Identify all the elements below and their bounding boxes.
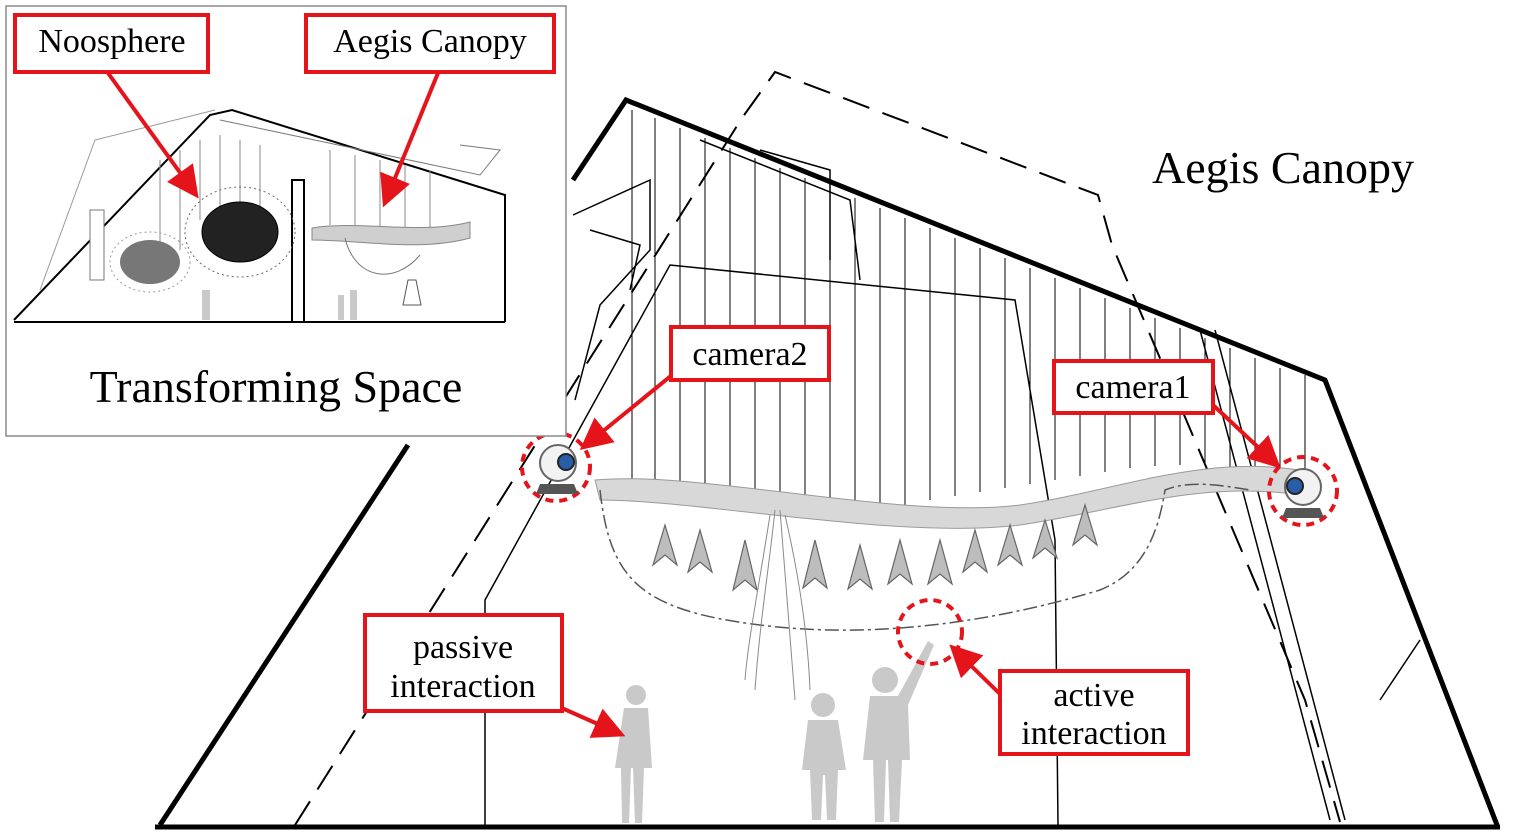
camera1-label: camera1: [1075, 369, 1190, 406]
dashed-outline: [294, 70, 1341, 826]
inset-label-aegis-canopy: Aegis Canopy: [333, 23, 527, 60]
room-outline: [155, 96, 1500, 830]
person-active: [863, 641, 934, 822]
hanging-vines: [744, 509, 811, 701]
callout-active-interaction: active interaction: [998, 669, 1190, 756]
inset-caption: Transforming Space: [90, 361, 463, 412]
camera1-icon: [1267, 455, 1339, 527]
passive-label-line2: interaction: [390, 668, 535, 705]
passive-label-line1: passive: [413, 629, 513, 666]
callout-camera2: camera2: [669, 325, 831, 382]
inset-sketch: [13, 108, 506, 323]
main-title: Aegis Canopy: [1152, 142, 1414, 193]
person-passive: [615, 685, 652, 823]
inset-panel: Noosphere Aegis Canopy Transforming Spac…: [5, 5, 567, 437]
inset-noosphere-sculpture: [109, 186, 296, 293]
canopy-strings: [631, 110, 1306, 515]
inset-label-noosphere: Noosphere: [38, 23, 185, 60]
person-child: [802, 693, 846, 820]
active-interaction-marker: [896, 598, 964, 666]
canopy-modules: [651, 502, 1099, 592]
active-label-line1: active: [1053, 677, 1134, 714]
inset-arrows: [106, 71, 440, 208]
active-label-line2: interaction: [1021, 715, 1166, 752]
callout-passive-interaction: passive interaction: [363, 613, 564, 713]
camera2-label: camera2: [692, 336, 807, 373]
callout-camera1: camera1: [1052, 359, 1215, 415]
callout-arrows: [554, 373, 1281, 738]
inset-people: [202, 279, 422, 320]
camera2-icon: [520, 431, 592, 503]
inset-canopy-mesh: [311, 221, 471, 275]
